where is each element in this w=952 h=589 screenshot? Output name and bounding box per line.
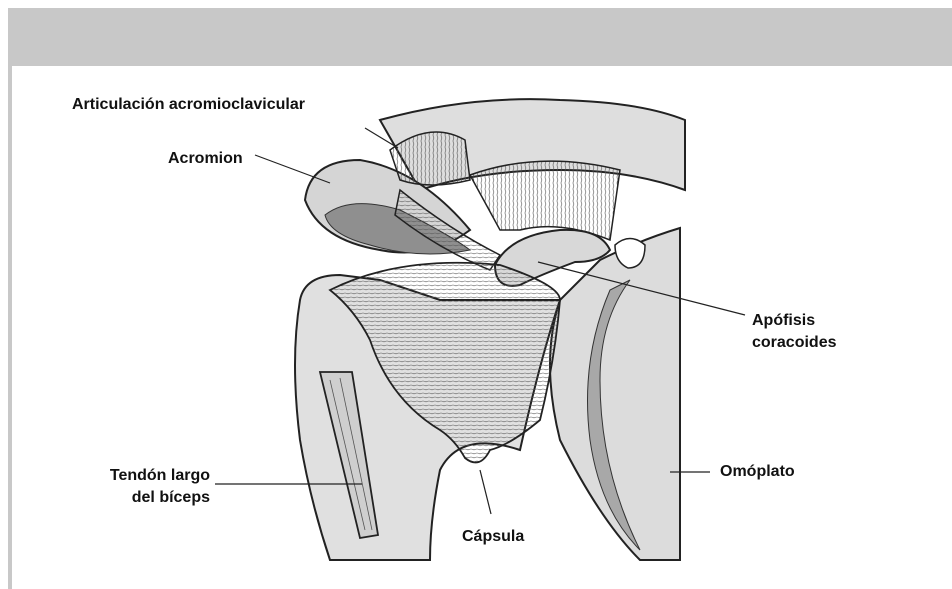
leader-acromion: [255, 155, 330, 183]
label-omoplato: Omóplato: [720, 462, 795, 482]
label-acromion: Acromion: [168, 149, 243, 169]
leader-capsula: [480, 470, 491, 514]
label-articulacion-acromioclavicular: Articulación acromioclavicular: [72, 95, 305, 115]
label-tendon-line1: Tendón largo: [72, 466, 210, 486]
coracoclavicular-ligaments: [470, 161, 620, 240]
label-capsula: Cápsula: [462, 527, 524, 547]
label-apofisis-line1: Apófisis: [752, 311, 815, 331]
label-tendon-line2: del bíceps: [72, 488, 210, 508]
label-apofisis-line2: coracoides: [752, 333, 836, 353]
